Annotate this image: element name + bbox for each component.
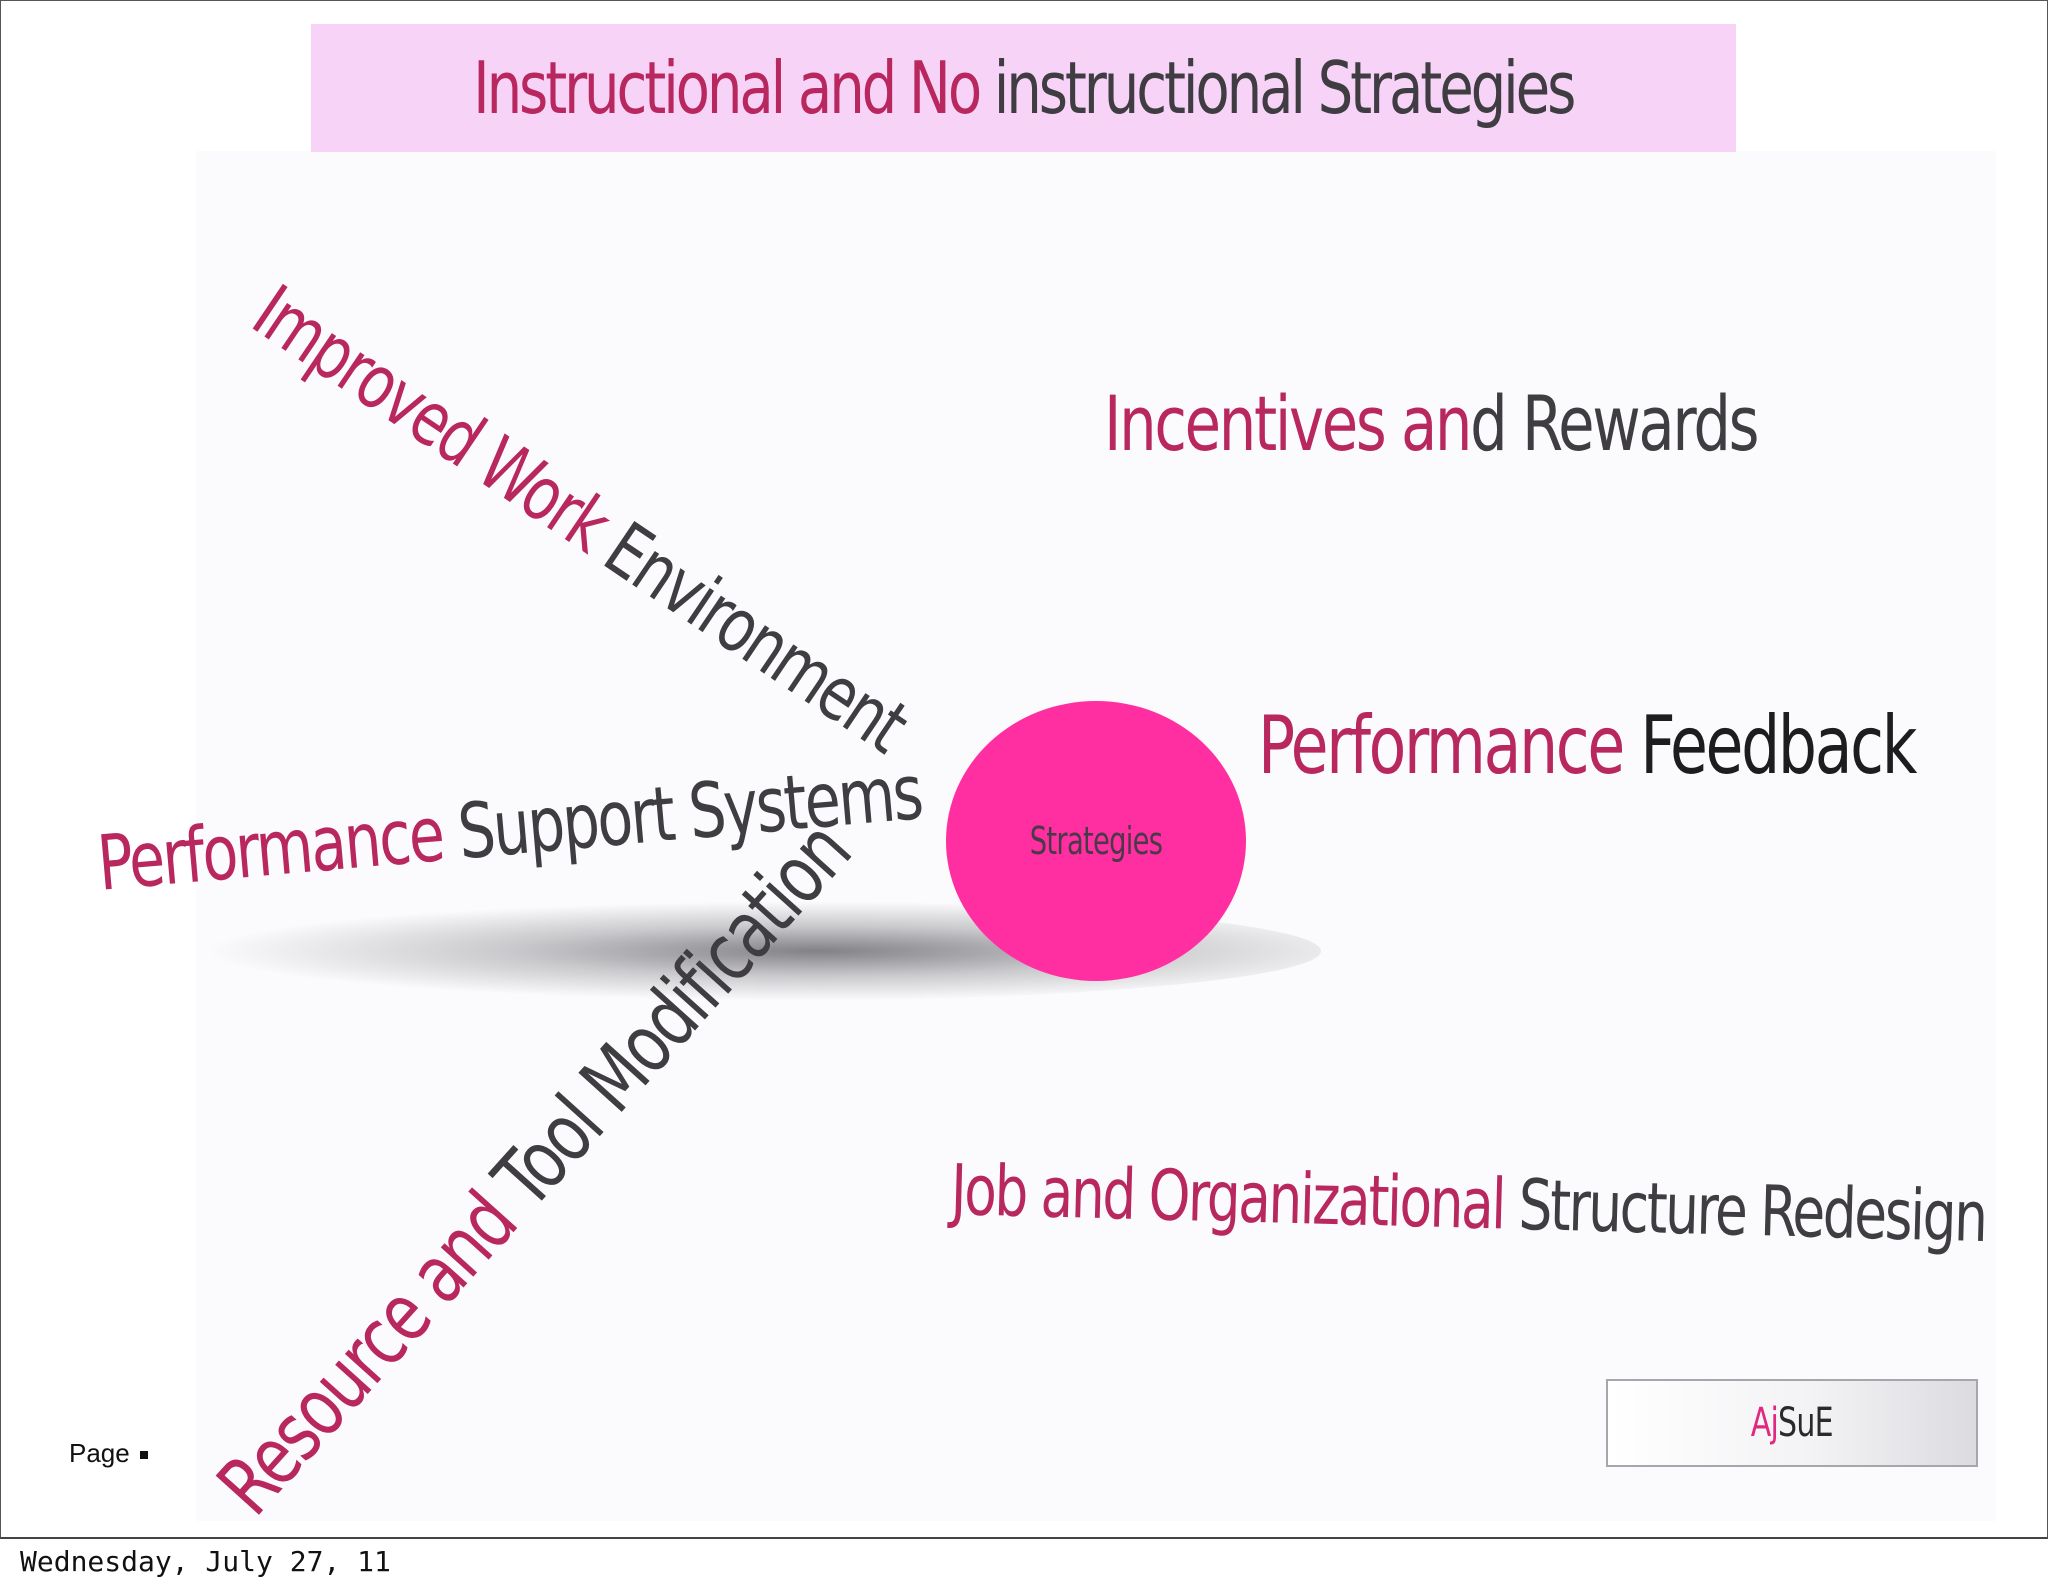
- branch-incentives-rewards: Incentives and Rewards: [1104, 379, 1941, 468]
- title-bar: Instructional and No instructional Strat…: [311, 24, 1736, 152]
- branch-performance-feedback: Performance Feedback: [1258, 699, 2047, 792]
- hub-circle: Strategies: [946, 701, 1246, 981]
- hub-label: Strategies: [1029, 819, 1163, 863]
- slide: Instructional and No instructional Strat…: [0, 0, 2048, 1539]
- branch-label-rest: Feedback: [1622, 699, 1917, 792]
- branch-label-highlight: Incentives an: [1104, 379, 1473, 468]
- page-number-placeholder: [139, 1451, 148, 1460]
- branch-label-rest: Structure Redesign: [1502, 1163, 1987, 1259]
- branch-label-highlight: Job and Organizational: [949, 1149, 1506, 1246]
- branch-label-highlight: Performance: [1258, 699, 1625, 792]
- date-footer: Wednesday, July 27, 11: [20, 1545, 391, 1578]
- page-label-text: Page: [69, 1438, 130, 1468]
- title-highlight: Instructional and No: [473, 46, 982, 130]
- page-number-label: Page: [69, 1438, 148, 1469]
- logo: AjSuE: [1606, 1379, 1978, 1467]
- logo-text-accent: Aj: [1750, 1400, 1779, 1446]
- logo-text: AjSuE: [1750, 1400, 1834, 1446]
- slide-title: Instructional and No instructional Strat…: [473, 46, 1577, 130]
- branch-label-rest: d Rewards: [1470, 379, 1759, 468]
- title-rest: instructional Strategies: [979, 46, 1577, 130]
- logo-text-rest: SuE: [1778, 1400, 1834, 1446]
